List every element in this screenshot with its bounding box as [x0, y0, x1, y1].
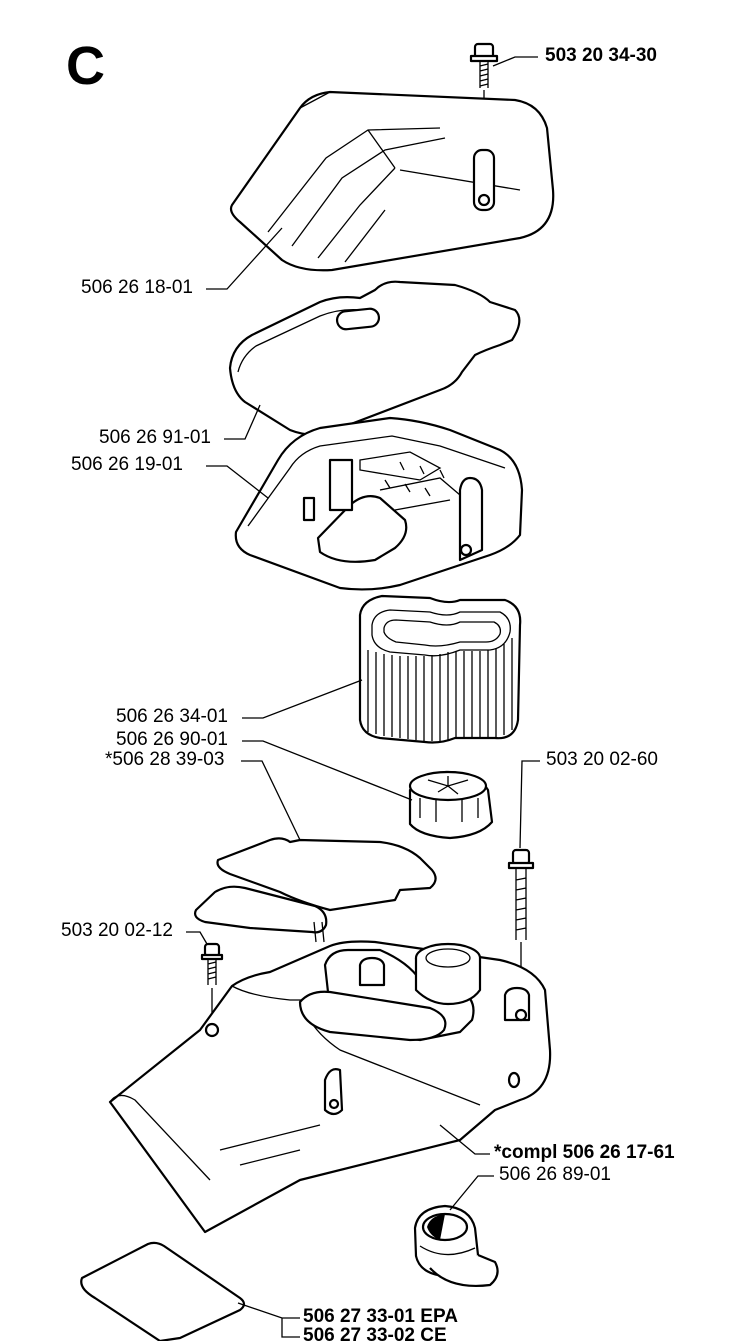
section-letter: C — [66, 36, 105, 96]
decal-icon — [80, 1241, 246, 1341]
part-label-rubber-grommet: 506 26 89-01 — [499, 1164, 611, 1185]
part-label-screw-right: 503 20 02-60 — [546, 749, 658, 770]
filter-knob-icon — [408, 770, 494, 840]
part-label-filter-gasket: 506 26 91-01 — [99, 427, 211, 448]
part-label-air-filter: 506 26 34-01 — [116, 706, 228, 727]
air-filter-icon — [358, 594, 522, 744]
seal-kit-icon — [193, 837, 437, 943]
part-label-filter-knob: 506 26 90-01 — [116, 729, 228, 750]
part-label-screw-top: 503 20 34-30 — [545, 45, 657, 66]
rubber-grommet-icon — [413, 1204, 499, 1287]
part-label-screw-left: 503 20 02-12 — [61, 920, 173, 941]
filter-holder-icon — [234, 416, 524, 591]
part-label-decal-ce: 506 27 33-02 CE — [303, 1325, 447, 1341]
part-label-seal-kit: *506 28 39-03 — [105, 749, 225, 770]
part-label-top-cover: 506 26 18-01 — [81, 277, 193, 298]
part-label-decal-epa: 506 27 33-01 EPA — [303, 1306, 458, 1327]
part-label-filter-holder: 506 26 19-01 — [71, 454, 183, 475]
part-label-cylinder-cover-compl: *compl 506 26 17-61 — [494, 1142, 675, 1163]
cylinder-cover-icon — [108, 940, 552, 1234]
leader-lines — [186, 56, 540, 1338]
filter-gasket-icon — [228, 280, 521, 436]
top-cover-icon — [229, 90, 555, 272]
